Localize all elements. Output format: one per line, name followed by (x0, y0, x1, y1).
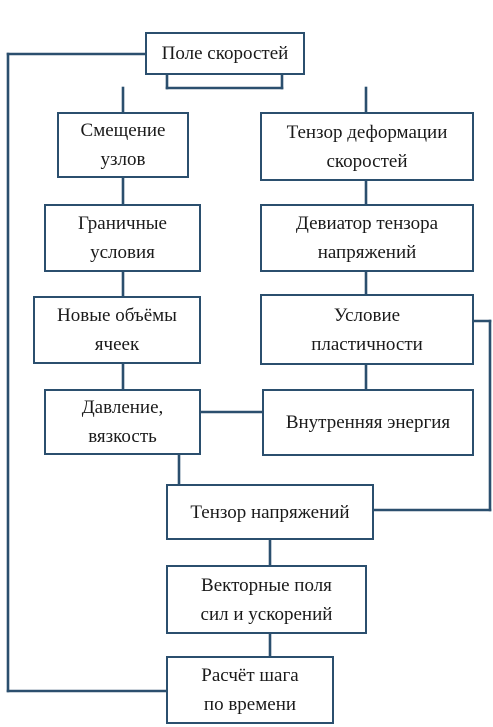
plasticity-condition-box: Условие пластичности (260, 294, 474, 365)
velocity-field-box: Поле скоростей (145, 32, 305, 75)
internal-energy-box: Внутренняя энергия (262, 389, 474, 456)
strain-rate-tensor-box: Тензор деформации скоростей (260, 112, 474, 181)
boundary-conditions-box: Граничные условия (44, 204, 201, 272)
force-acceleration-fields-box: Векторные поля сил и ускорений (166, 565, 367, 634)
stress-deviator-box: Девиатор тензора напряжений (260, 204, 474, 272)
node-displacement-box: Смещение узлов (57, 112, 189, 178)
pressure-viscosity-box: Давление, вязкость (44, 389, 201, 455)
stress-tensor-box: Тензор напряжений (166, 484, 374, 540)
time-step-box: Расчёт шага по времени (166, 656, 334, 724)
new-cell-volumes-box: Новые объёмы ячеек (33, 296, 201, 364)
